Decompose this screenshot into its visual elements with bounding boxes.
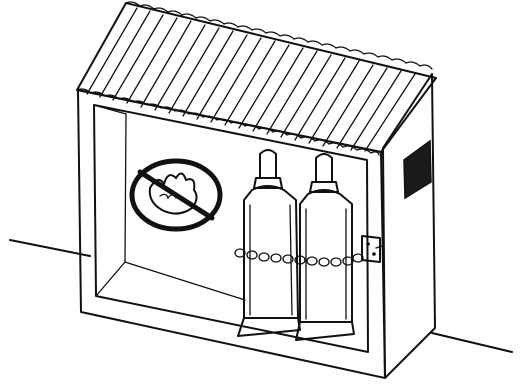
vent-icon [404,141,431,198]
cylinder-icon [296,154,354,340]
corrugated-roof [77,2,436,155]
latch-icon [362,236,382,262]
no-open-flame-icon [132,161,220,229]
cabinet-side-panel [383,74,435,378]
ground-line [10,240,512,352]
cylinder-icon [238,150,300,336]
